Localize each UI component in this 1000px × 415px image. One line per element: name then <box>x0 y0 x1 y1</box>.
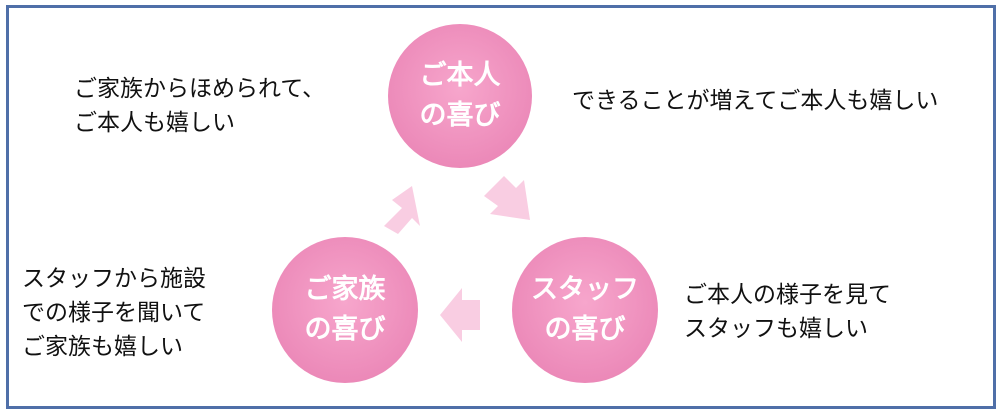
circle-family-joy: ご家族 の喜び <box>272 237 418 383</box>
circle-label-line: スタッフ <box>531 274 639 305</box>
caption-line: できることが増えてご本人も嬉しい <box>572 88 939 114</box>
arrow-top-to-right <box>484 176 530 220</box>
circle-honnin-joy: ご本人 の喜び <box>388 24 532 168</box>
caption-bottom-left: スタッフから施設 での様子を聞いて ご家族も嬉しい <box>22 262 206 364</box>
caption-line: スタッフから施設 <box>22 266 206 292</box>
caption-line: での様子を聞いて <box>22 300 206 326</box>
circle-label-line: の喜び <box>419 100 501 131</box>
caption-line: ご家族からほめられて、 <box>74 76 326 102</box>
caption-top-left: ご家族からほめられて、 ご本人も嬉しい <box>74 72 325 140</box>
circle-label-line: の喜び <box>544 314 626 345</box>
arrow-right-to-left <box>440 288 480 342</box>
circle-label-line: ご本人 <box>419 60 501 91</box>
circle-staff-joy: スタッフ の喜び <box>512 237 658 383</box>
caption-top-right: できることが増えてご本人も嬉しい <box>572 84 938 118</box>
caption-bottom-right: ご本人の様子を見て スタッフも嬉しい <box>684 278 891 346</box>
caption-line: スタッフも嬉しい <box>684 316 868 342</box>
circle-label-line: ご家族 <box>304 274 386 305</box>
caption-line: ご家族も嬉しい <box>22 334 183 360</box>
circle-label-line: の喜び <box>304 314 386 345</box>
caption-line: ご本人の様子を見て <box>684 282 891 308</box>
caption-line: ご本人も嬉しい <box>74 110 235 136</box>
arrow-left-to-top <box>384 186 420 234</box>
